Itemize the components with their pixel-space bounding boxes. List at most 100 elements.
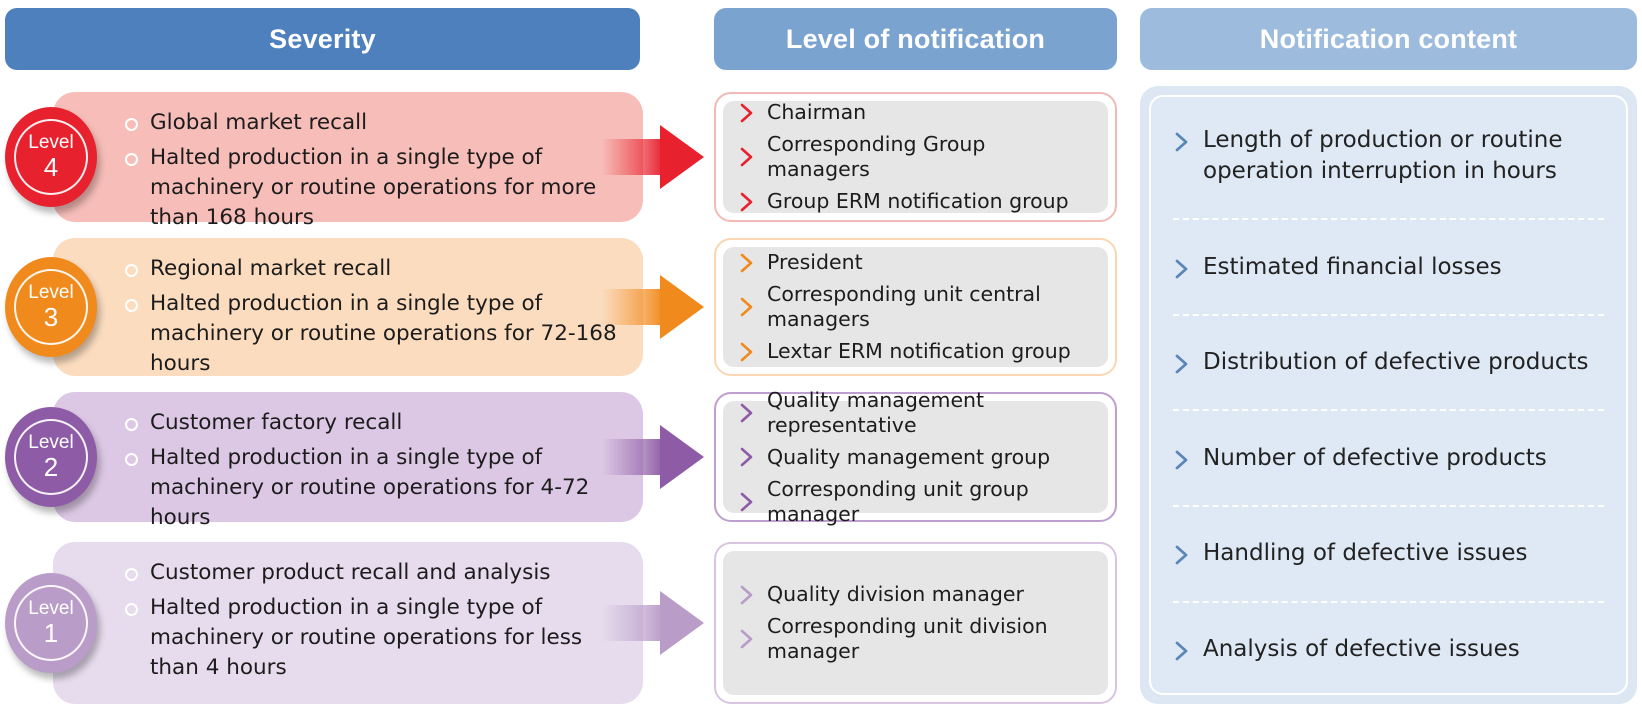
- notification-recipient-item: Quality management representative: [737, 388, 1094, 438]
- chevron-right-icon: [737, 145, 757, 169]
- flow-arrow-icon: [602, 125, 704, 189]
- notification-content-item: Distribution of defective products: [1171, 338, 1606, 387]
- chevron-right-icon: [1171, 542, 1193, 568]
- badge-level-number: 1: [43, 618, 59, 648]
- notification-content-text: Handling of defective issues: [1203, 540, 1528, 567]
- severity-bullet-item: Halted production in a single type of ma…: [125, 143, 625, 233]
- content-separator: [1173, 409, 1604, 412]
- chevron-right-icon: [737, 190, 757, 214]
- chevron-right-icon: [1171, 256, 1193, 282]
- badge-ring: [14, 119, 88, 195]
- notification-recipient-item: Corresponding unit central managers: [737, 282, 1094, 332]
- badge-level-number: 4: [43, 152, 59, 182]
- notification-recipient-text: Corresponding unit group manager: [767, 476, 1029, 526]
- chevron-right-icon: [737, 401, 757, 425]
- content-separator: [1173, 313, 1604, 316]
- notification-recipient-text: Quality management representative: [767, 387, 985, 437]
- circle-bullet-icon: [125, 118, 138, 131]
- chevron-right-icon: [737, 251, 757, 275]
- arrow-shaft: [602, 439, 664, 475]
- notification-content-text: Distribution of defective products: [1203, 349, 1589, 376]
- arrow-shaft: [602, 605, 664, 641]
- badge-level-label: Level: [28, 432, 74, 453]
- circle-bullet-icon: [125, 453, 138, 466]
- notification-recipient-text: Group ERM notification group: [767, 189, 1069, 213]
- flow-arrow-icon: [602, 425, 704, 489]
- notification-recipient-item: Chairman: [737, 100, 1094, 125]
- severity-bullet-item: Customer product recall and analysis: [125, 558, 625, 588]
- chevron-right-icon: [737, 490, 757, 514]
- notification-content-text: Analysis of defective issues: [1203, 635, 1520, 662]
- notification-content-item: Length of production or routine operatio…: [1171, 116, 1606, 196]
- notification-recipient-text: Quality management group: [767, 444, 1051, 469]
- severity-bullet-item: Customer factory recall: [125, 408, 625, 438]
- column-header-notification-content: Notification content: [1140, 8, 1637, 70]
- badge-ring: [14, 585, 88, 661]
- notification-content-item: Estimated financial losses: [1171, 243, 1606, 292]
- circle-bullet-icon: [125, 418, 138, 431]
- chevron-right-icon: [737, 101, 757, 125]
- notification-recipient-item: Corresponding unit group manager: [737, 477, 1094, 527]
- badge-level-label: Level: [28, 598, 74, 619]
- notification-recipient-text: Corresponding Group managers: [767, 132, 986, 181]
- arrow-head: [660, 275, 704, 339]
- chevron-right-icon: [737, 445, 757, 469]
- notification-recipient-text: Lextar ERM notification group: [767, 339, 1071, 363]
- badge-ring: [14, 269, 88, 345]
- arrow-head: [660, 125, 704, 189]
- notification-recipient-text: Corresponding unit division manager: [767, 614, 1048, 663]
- severity-bullet-text: Customer factory recall: [150, 410, 403, 435]
- notification-recipient-item: Corresponding Group managers: [737, 132, 1094, 182]
- content-separator: [1173, 600, 1604, 603]
- severity-bullet-item: Regional market recall: [125, 254, 625, 284]
- chevron-right-icon: [737, 340, 757, 364]
- flow-arrow-icon: [602, 275, 704, 339]
- chevron-right-icon: [737, 627, 757, 651]
- notification-recipient-item: Quality management group: [737, 445, 1094, 470]
- severity-bullet-text: Customer product recall and analysis: [150, 560, 551, 585]
- column-header-severity: Severity: [5, 8, 640, 70]
- notification-recipient-text: Quality division manager: [767, 582, 1024, 606]
- content-separator: [1173, 218, 1604, 221]
- severity-bullet-text: Halted production in a single type of ma…: [150, 291, 617, 376]
- circle-bullet-icon: [125, 264, 138, 277]
- severity-bullet-item: Halted production in a single type of ma…: [125, 443, 625, 533]
- notification-recipient-item: Lextar ERM notification group: [737, 339, 1094, 364]
- column-header-level-of-notification: Level of notification: [714, 8, 1117, 70]
- severity-bullet-text: Halted production in a single type of ma…: [150, 445, 590, 530]
- badge-level-label: Level: [28, 132, 74, 153]
- notification-content-text: Estimated financial losses: [1203, 253, 1502, 280]
- severity-bullet-item: Halted production in a single type of ma…: [125, 593, 625, 683]
- arrow-head: [660, 425, 704, 489]
- circle-bullet-icon: [125, 299, 138, 312]
- severity-bullet-item: Halted production in a single type of ma…: [125, 289, 625, 379]
- notification-content-list: Length of production or routine operatio…: [1149, 95, 1628, 695]
- notification-recipient-item: Group ERM notification group: [737, 189, 1094, 214]
- badge-ring: [14, 419, 88, 495]
- arrow-head: [660, 591, 704, 655]
- flow-arrow-icon: [602, 591, 704, 655]
- chevron-right-icon: [1171, 447, 1193, 473]
- notification-content-text: Length of production or routine operatio…: [1203, 127, 1563, 185]
- chevron-right-icon: [737, 583, 757, 607]
